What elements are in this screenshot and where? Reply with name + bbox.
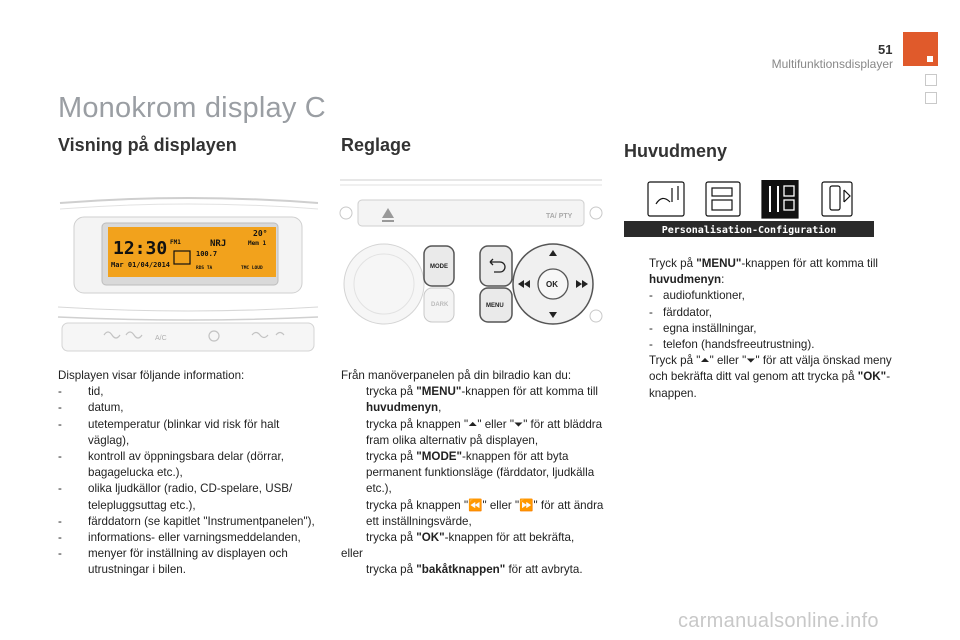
dash-bullet: - — [58, 401, 62, 415]
list-item: trycka på "bakåtknappen" för att avbryta… — [341, 562, 611, 578]
list-item: -utetemperatur (blinkar vid risk för hal… — [58, 417, 320, 449]
page-title: Monokrom display C — [58, 92, 326, 124]
dash-bullet: - — [58, 385, 62, 399]
recirculation-icon — [208, 330, 220, 342]
nav-square-icon — [925, 74, 937, 86]
intro-text: Från manöverpanelen på din bilradio kan … — [341, 369, 572, 382]
arrow-bullet-icon — [341, 449, 366, 498]
watermark: carmanualsonline.info — [678, 610, 879, 632]
dash-bullet: - — [649, 321, 653, 335]
front-defrost-icon — [125, 331, 143, 339]
dash-bullet: - — [649, 289, 653, 303]
arrow-bullet-icon — [624, 353, 649, 402]
section-label: Multifunktionsdisplayer — [771, 57, 893, 71]
vent-icon — [275, 331, 285, 336]
control-panel-illustration: TA/ PTY MODE DARK MENU OK — [339, 179, 603, 325]
display-temp: 20° — [253, 229, 267, 238]
car-door-icon — [173, 250, 191, 265]
display-freq: 100.7 — [196, 250, 217, 258]
or-text: eller — [341, 547, 363, 561]
list-item: -menyer för inställning av displayen och… — [58, 546, 320, 578]
heading-visning: Visning på displayen — [58, 135, 237, 155]
rear-defrost-icon — [103, 331, 121, 339]
sub-list-item: -färddator, — [649, 305, 892, 321]
list-item: -färddatorn (se kapitlet "Instrumentpane… — [58, 514, 320, 530]
dash-bullet: - — [649, 338, 653, 352]
dash-bullet: - — [58, 450, 62, 464]
list-item: trycka på knappen "⏪" eller "⏩" för att … — [341, 498, 611, 530]
menu-label: MENU — [486, 303, 504, 309]
main-menu-list: Tryck på "MENU"-knappen för att komma ti… — [624, 256, 892, 402]
heading-huvudmeny: Huvudmeny — [624, 141, 728, 161]
menu-caption: Personalisation-Configuration — [662, 224, 837, 236]
page-number: 51 — [878, 42, 893, 57]
eject-icon — [382, 208, 394, 218]
up-arrow-icon — [549, 250, 557, 256]
heading-reglage: Reglage — [341, 135, 412, 155]
back-button — [479, 245, 513, 287]
down-arrow-icon — [549, 312, 557, 318]
arrow-bullet-icon — [624, 256, 649, 288]
display-rds: RDS TA — [196, 265, 213, 271]
list-item: -kontroll av öppningsbara delar (dörrar,… — [58, 449, 320, 481]
vent-icon — [251, 331, 269, 339]
mode-label: MODE — [430, 264, 448, 270]
dark-button — [423, 287, 455, 323]
sub-list-item: -egna inställningar, — [649, 321, 892, 337]
list-item: -datum, — [58, 400, 320, 416]
audio-menu-icon — [647, 181, 685, 217]
list-item: trycka på "MODE"-knappen för att byta pe… — [341, 449, 611, 498]
dashboard-display-illustration: 12:30 20° FM1 NRJ Mem 1 100.7 Mar 01/04/… — [56, 195, 320, 355]
dash-bullet: - — [58, 547, 62, 561]
menu-button — [479, 287, 513, 323]
mode-button — [423, 245, 455, 287]
display-info-list: Displayen visar följande information: -t… — [58, 368, 320, 579]
nav-square-icon — [925, 92, 937, 104]
back-arrow-icon — [489, 258, 506, 273]
ok-label: OK — [546, 280, 558, 289]
display-station: NRJ — [210, 239, 226, 249]
chapter-tab — [903, 32, 938, 66]
display-date: Mar 01/04/2014 — [111, 261, 170, 269]
trip-computer-menu-icon — [705, 181, 741, 217]
sub-list-item: -audiofunktioner, — [649, 288, 892, 304]
dash-bullet: - — [58, 482, 62, 496]
dash-bullet: - — [58, 531, 62, 545]
display-mem: Mem 1 — [248, 240, 266, 247]
list-item: -tid, — [58, 384, 320, 400]
dash-bullet: - — [649, 305, 653, 319]
list-item: -informations- eller varningsmeddelanden… — [58, 530, 320, 546]
arrow-bullet-icon — [341, 530, 366, 546]
list-item: trycka på "OK"-knappen för att bekräfta, — [341, 530, 611, 546]
display-tmc: TMC LOUD — [241, 265, 263, 271]
volume-knob — [343, 243, 425, 325]
sub-list-item: -telefon (handsfreeutrustning). — [649, 337, 892, 353]
list-item: Tryck på "MENU"-knappen för att komma ti… — [624, 256, 892, 288]
controls-list: Från manöverpanelen på din bilradio kan … — [341, 368, 611, 579]
tab-square-icon — [927, 56, 933, 62]
list-item: -olika ljudkällor (radio, CD-spelare, US… — [58, 481, 320, 513]
arrow-bullet-icon — [341, 498, 366, 530]
ok-button — [537, 268, 569, 300]
arrow-bullet-icon — [341, 562, 366, 578]
dash-bullet: - — [58, 417, 62, 431]
intro-text: Displayen visar följande information: — [58, 369, 245, 382]
arrow-bullet-icon — [341, 417, 366, 449]
rewind-icon — [518, 280, 530, 288]
ta-pty-label: TA/ PTY — [546, 213, 573, 220]
display-band: FM1 — [170, 239, 181, 246]
forward-icon — [576, 280, 588, 288]
list-item: trycka på knappen "⏶" eller "⏷" för att … — [341, 417, 611, 449]
list-item: trycka på "MENU"-knappen för att komma t… — [341, 384, 611, 416]
list-item: Tryck på "⏶" eller "⏷" för att välja öns… — [624, 353, 892, 402]
main-menu-illustration: Personalisation-Configuration — [624, 180, 874, 237]
dark-label: DARK — [431, 302, 449, 308]
lcd-screen — [108, 227, 276, 277]
dash-bullet: - — [58, 514, 62, 528]
ac-label: A/C — [155, 335, 167, 342]
display-time: 12:30 — [113, 238, 167, 259]
telephone-menu-icon — [821, 181, 853, 217]
arrow-bullet-icon — [341, 384, 366, 416]
